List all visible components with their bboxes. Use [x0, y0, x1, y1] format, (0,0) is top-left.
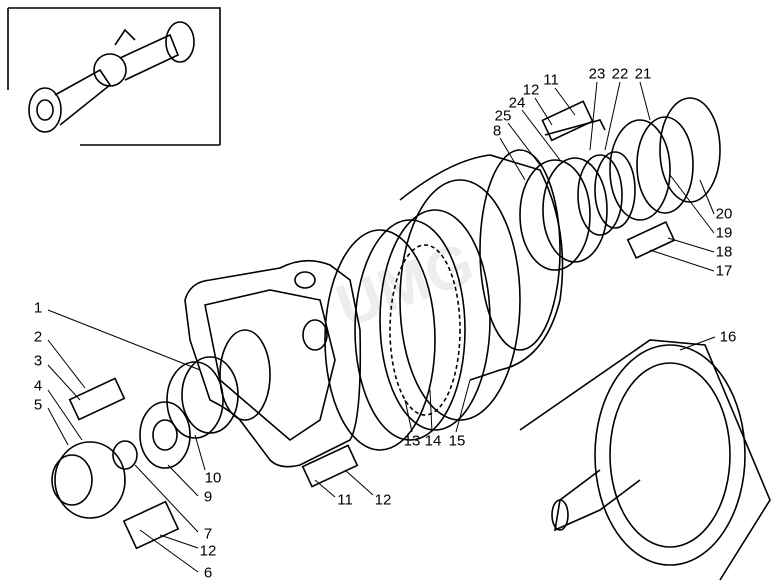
callout-15: 15: [448, 432, 466, 450]
callout-21: 21: [634, 65, 652, 83]
output-flange: [519, 339, 771, 581]
callout-11-bottom: 11: [337, 491, 353, 509]
left-components: [51, 329, 359, 550]
callout-18: 18: [715, 243, 733, 261]
callout-11-top: 11: [543, 71, 559, 89]
right-hub-stack: [519, 97, 721, 271]
callout-1: 1: [33, 299, 43, 317]
callout-25: 25: [494, 107, 512, 125]
callout-9: 9: [203, 488, 213, 506]
callout-19: 19: [715, 224, 733, 242]
inset-axle-overview: [7, 7, 221, 146]
callout-3: 3: [33, 352, 43, 370]
gear-rings: [324, 149, 564, 451]
callout-8: 8: [492, 122, 502, 140]
callout-16: 16: [719, 328, 737, 346]
callout-14: 14: [424, 432, 442, 450]
callout-7: 7: [203, 525, 213, 543]
callout-23: 23: [588, 65, 606, 83]
main-housing: [184, 259, 362, 468]
callout-12-bottom: 12: [374, 491, 392, 509]
callout-2: 2: [33, 328, 43, 346]
callout-12-top: 12: [522, 81, 540, 99]
callout-22: 22: [611, 65, 629, 83]
callout-4: 4: [33, 377, 43, 395]
callout-5: 5: [33, 396, 43, 414]
callout-6: 6: [203, 564, 213, 582]
callout-10: 10: [204, 469, 222, 487]
callout-24: 24: [508, 94, 526, 112]
callout-12-bottom-left: 12: [199, 542, 217, 560]
callout-13: 13: [403, 432, 421, 450]
callout-17: 17: [715, 262, 733, 280]
callout-20: 20: [715, 205, 733, 223]
leader-lines: [47, 81, 716, 573]
